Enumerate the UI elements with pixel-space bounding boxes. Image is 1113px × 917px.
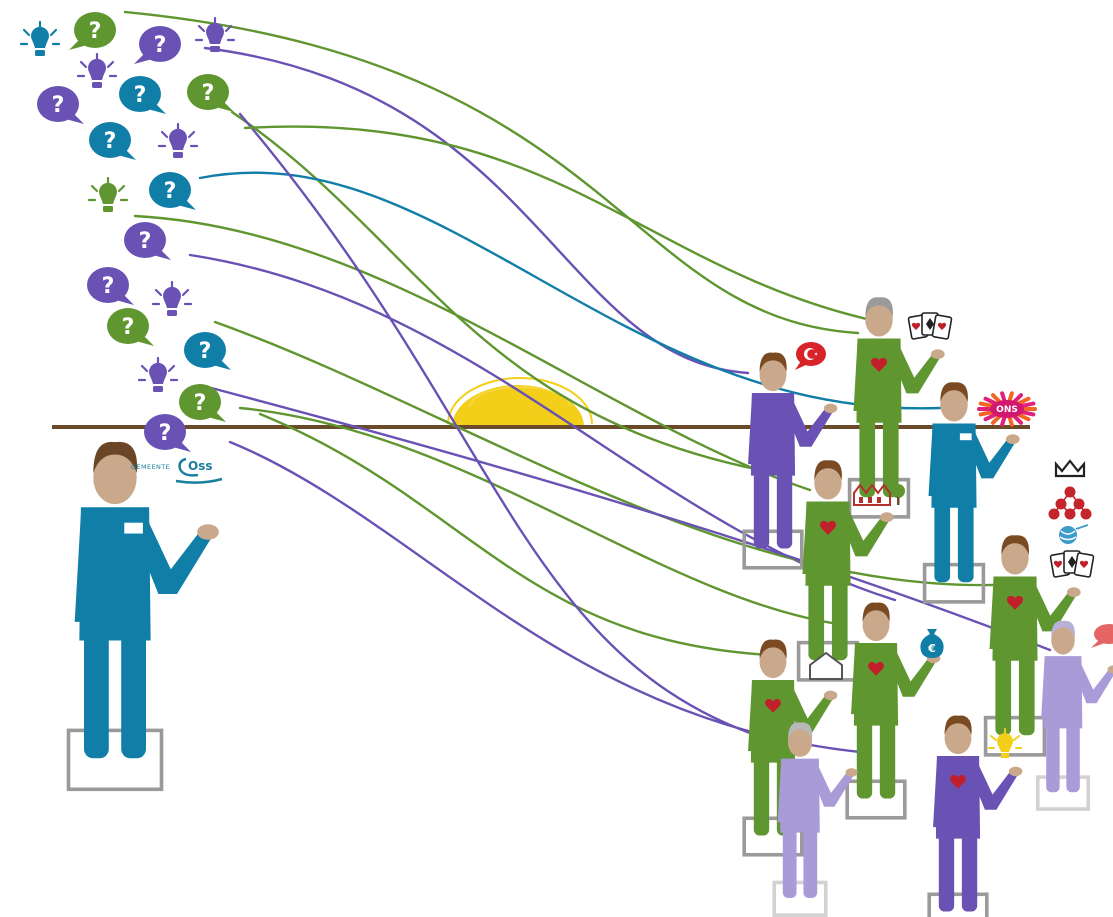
ons-badge-label: ONS	[996, 405, 1018, 415]
question-mark: ?	[202, 81, 215, 106]
person-figure	[742, 352, 838, 570]
speech-bubble-icon	[1091, 624, 1113, 648]
connection-curve	[238, 112, 772, 742]
network-icon	[1048, 486, 1092, 520]
question-mark: ?	[89, 19, 102, 44]
people-group	[66, 297, 1113, 917]
question-mark: ?	[199, 339, 212, 364]
person-figure	[927, 715, 1023, 917]
question-mark: ?	[134, 83, 147, 108]
ideas-cluster: ?????????????	[19, 12, 236, 452]
person-figure	[66, 441, 219, 792]
connection-curve	[198, 171, 942, 410]
lightbulb-icon	[19, 20, 61, 56]
lightbulb-icon	[137, 356, 179, 392]
connection-curve	[203, 46, 750, 375]
person-figure	[796, 460, 894, 682]
houses-icon	[853, 483, 905, 506]
lightbulb-icon	[194, 16, 236, 52]
question-bubble-icon: ?	[87, 267, 134, 305]
crown-icon	[1054, 459, 1086, 478]
question-bubble-icon: ?	[149, 172, 196, 210]
ons-badge-icon: ONS	[977, 391, 1037, 427]
yarn-icon	[1059, 524, 1089, 544]
question-bubble-icon: ?	[179, 384, 226, 422]
question-mark: ?	[104, 129, 117, 154]
person-figure	[845, 602, 941, 820]
municipality-logo: GEMEENTE Oss	[131, 457, 223, 484]
rising-sun	[447, 377, 593, 427]
heart-icon	[765, 698, 781, 713]
question-mark: ?	[52, 93, 65, 118]
person-figure	[922, 382, 1020, 604]
connection-curve	[133, 214, 812, 492]
person-figure	[847, 297, 945, 519]
question-mark: ?	[154, 33, 167, 58]
connection-curve	[213, 320, 995, 587]
question-mark: ?	[164, 179, 177, 204]
question-bubble-icon: ?	[187, 74, 234, 112]
house-icon	[809, 651, 843, 680]
connection-curve	[258, 412, 772, 657]
turkish-flag-speech-bubble-icon	[795, 342, 826, 370]
question-mark: ?	[139, 229, 152, 254]
logo-prefix: GEMEENTE	[131, 463, 170, 471]
heart-icon	[868, 661, 884, 676]
question-bubble-icon: ?	[184, 332, 231, 370]
connection-lines	[123, 10, 1052, 754]
question-bubble-icon: ?	[119, 76, 166, 114]
logo-name: Oss	[188, 459, 213, 473]
question-bubble-icon: ?	[144, 414, 191, 452]
question-bubble-icon: ?	[69, 12, 116, 50]
playing-cards-icon	[1049, 550, 1095, 578]
heart-icon	[950, 774, 966, 789]
connection-curve	[198, 383, 1052, 652]
person-figure	[1036, 620, 1113, 811]
name-badge	[124, 522, 143, 534]
heart-icon	[1006, 595, 1024, 610]
question-bubble-icon: ?	[134, 26, 181, 64]
connection-curve	[238, 406, 847, 627]
person-figure	[772, 722, 858, 917]
question-bubble-icon: ?	[37, 86, 84, 124]
person-figure	[742, 639, 838, 857]
held-icons	[795, 312, 1113, 758]
question-bubble-icon: ?	[107, 308, 154, 346]
question-mark: ?	[194, 391, 207, 416]
question-bubble-icon: ?	[124, 222, 171, 260]
lightbulb-icon	[76, 52, 118, 88]
lightbulb-icon	[87, 176, 129, 212]
heart-icon	[819, 520, 837, 535]
question-mark: ?	[102, 274, 115, 299]
question-mark: ?	[159, 421, 172, 446]
person-figure	[983, 535, 1081, 757]
connection-curve	[243, 125, 882, 324]
connection-curve	[123, 10, 860, 335]
lightbulb-icon	[151, 280, 193, 316]
heart-icon	[870, 357, 888, 372]
playing-cards-icon	[907, 312, 953, 340]
currency-mark: €	[927, 642, 936, 655]
question-mark: ?	[122, 315, 135, 340]
lightbulb-icon	[157, 122, 199, 158]
question-bubble-icon: ?	[89, 122, 136, 160]
lightbulb-icon	[988, 728, 1022, 758]
money-bag-icon: €	[920, 629, 944, 658]
name-badge	[959, 433, 972, 441]
